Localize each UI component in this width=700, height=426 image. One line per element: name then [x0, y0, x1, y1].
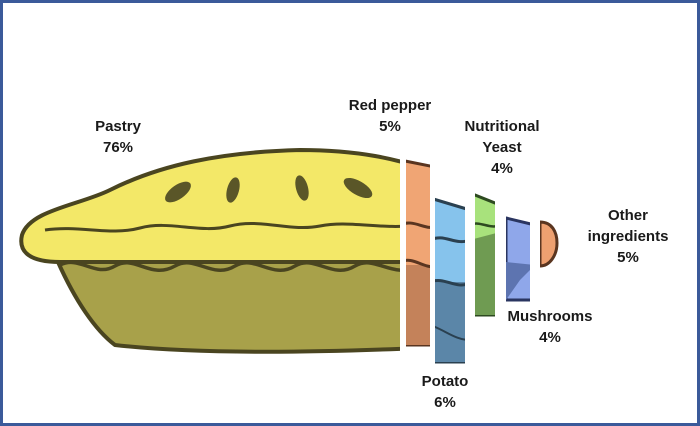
label-mushrooms: Mushrooms 4% — [497, 306, 603, 348]
label-nutritional-yeast-line2: Yeast — [482, 139, 522, 156]
label-other-line1: Other — [607, 207, 648, 224]
potato-slice — [435, 197, 465, 364]
label-red-pepper: Red pepper 5% — [340, 95, 440, 137]
label-potato-value: 6% — [434, 394, 456, 411]
label-other-value: 5% — [617, 249, 639, 266]
label-other-line2: ingredients — [587, 228, 669, 245]
label-mushrooms-value: 4% — [539, 329, 561, 346]
label-potato-name: Potato — [421, 373, 469, 390]
pastry-slice — [19, 147, 400, 354]
other-ingredients-slice — [540, 220, 559, 268]
label-mushrooms-name: Mushrooms — [507, 308, 593, 325]
label-nutritional-yeast-line1: Nutritional — [464, 118, 540, 135]
label-pastry: Pastry 76% — [88, 116, 148, 158]
label-pastry-value: 76% — [102, 139, 134, 156]
label-nutritional-yeast-value: 4% — [491, 160, 513, 177]
label-red-pepper-value: 5% — [379, 118, 401, 135]
mushrooms-slice — [506, 216, 530, 302]
label-potato: Potato 6% — [410, 371, 480, 413]
label-other-ingredients: Other ingredients 5% — [578, 205, 678, 268]
label-pastry-name: Pastry — [95, 118, 141, 135]
label-red-pepper-name: Red pepper — [348, 97, 432, 114]
label-nutritional-yeast: Nutritional Yeast 4% — [452, 116, 552, 179]
nutritional-yeast-slice — [475, 193, 495, 317]
red-pepper-slice — [406, 159, 430, 347]
